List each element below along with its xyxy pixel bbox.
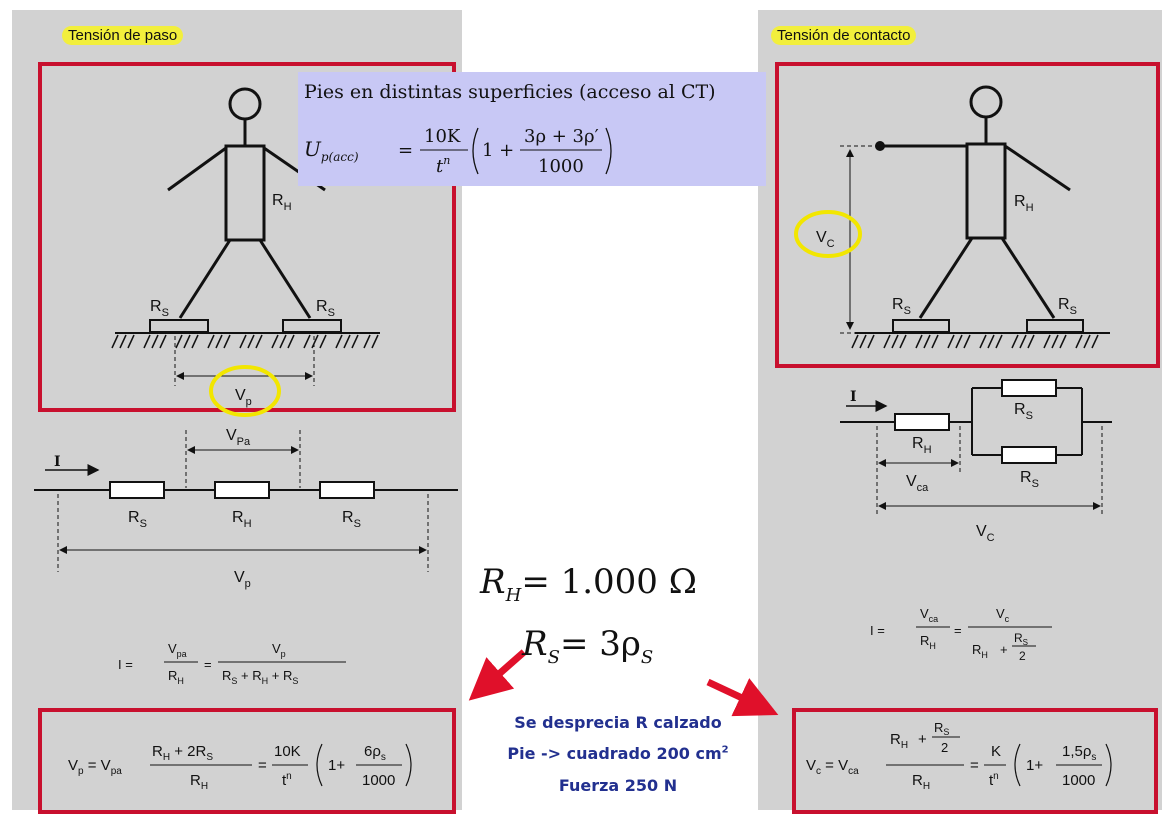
step-ground-hatch <box>111 334 379 349</box>
svg-text:1+: 1+ <box>1026 757 1043 774</box>
touch-current-equation: I = Vca RH = Vc RH + RS 2 <box>870 606 1052 663</box>
svg-text:Up(acc): Up(acc) <box>304 137 359 164</box>
svg-text:RS: RS <box>1014 631 1028 647</box>
vpa-label: VPa <box>226 427 251 448</box>
access-formula-box: Pies en distintas superficies (acceso al… <box>298 72 766 186</box>
rs-value: RS= 3ρS <box>522 624 654 668</box>
touch-result-equation: Vc = Vca RH + RS 2 RH = K tn 1+ 1,5ρs 10… <box>806 720 1112 792</box>
step-result-equation: Vp = Vpa RH + 2RS RH = 10K tn 1+ 6ρs 100… <box>68 743 412 792</box>
svg-text:1000: 1000 <box>538 156 584 177</box>
access-formula: Pies en distintas superficies (acceso al… <box>304 81 716 177</box>
circuit-right-rs-1: RS <box>1014 401 1033 422</box>
touch-result-frame <box>792 708 1158 814</box>
note-force: Fuerza 250 N <box>558 776 678 795</box>
svg-text:Vca: Vca <box>920 606 938 624</box>
svg-text:Vc = Vca: Vc = Vca <box>806 757 859 777</box>
svg-text:RH: RH <box>920 633 936 651</box>
formula-caption: Pies en distintas superficies (acceso al… <box>304 81 716 103</box>
rh-label-left: RH <box>272 192 292 213</box>
vp-highlight-circle <box>209 365 281 417</box>
svg-text:2: 2 <box>1019 649 1026 663</box>
touch-voltage-title: Tensión de contacto <box>771 26 917 45</box>
svg-text:1000: 1000 <box>362 772 395 789</box>
svg-text:=: = <box>258 757 267 774</box>
circuit-right-rs-2: RS <box>1020 469 1039 490</box>
note-foot-area: Pie -> cuadrado 200 cm2 <box>507 744 729 763</box>
touch-stick-figure <box>855 85 1110 334</box>
svg-text:=: = <box>204 657 212 672</box>
red-arrow-left <box>468 649 527 701</box>
touch-figure-frame <box>775 62 1160 368</box>
step-circuit <box>34 481 458 499</box>
circuit-rs-1: RS <box>128 509 147 530</box>
circuit-rh: RH <box>232 509 252 530</box>
svg-text:3ρ + 3ρ′: 3ρ + 3ρ′ <box>524 126 599 147</box>
svg-text:Vp: Vp <box>272 641 286 659</box>
touch-voltage-panel <box>758 10 1162 810</box>
touch-circuit <box>840 379 1112 464</box>
circuit-vc: VC <box>976 523 995 544</box>
note-shoe-resistance: Se desprecia R calzado <box>514 713 722 732</box>
vc-highlight-circle <box>794 210 862 258</box>
current-arrow-label-right: I <box>850 389 857 405</box>
vp-label-figure: Vp <box>235 387 252 408</box>
svg-text:Vp = Vpa: Vp = Vpa <box>68 757 122 777</box>
current-arrow-label-left: I <box>54 454 61 470</box>
svg-text:K: K <box>991 743 1001 760</box>
svg-text:=: = <box>970 757 979 774</box>
svg-text:tn: tn <box>282 771 292 789</box>
step-figure-frame <box>38 62 456 412</box>
svg-text:1000: 1000 <box>1062 772 1095 789</box>
step-result-frame <box>38 708 456 814</box>
circuit-right-rh: RH <box>912 435 932 456</box>
svg-text:Vpa: Vpa <box>168 641 187 659</box>
svg-text:6ρs: 6ρs <box>364 743 386 763</box>
rh-value: RH= 1.000 Ω <box>480 562 697 606</box>
step-current-equation: I = Vpa RH = Vp RS + RH + RS <box>118 641 346 686</box>
svg-text:+: + <box>1000 642 1008 657</box>
svg-text:tn: tn <box>989 771 999 789</box>
svg-text:RH + 2RS: RH + 2RS <box>152 743 213 763</box>
svg-text:RH: RH <box>168 668 184 686</box>
svg-text:RS + RH + RS: RS + RH + RS <box>222 668 298 686</box>
rs-label-left-2: RS <box>316 298 335 319</box>
svg-text:1+: 1+ <box>328 757 345 774</box>
circuit-vca: Vca <box>906 473 929 494</box>
svg-text:I =: I = <box>118 657 133 672</box>
svg-text:RS: RS <box>934 720 949 737</box>
svg-text:10K: 10K <box>274 743 301 760</box>
rh-label-right: RH <box>1014 193 1034 214</box>
rs-label-right-2: RS <box>1058 296 1077 317</box>
step-stick-figure <box>115 87 380 334</box>
svg-text:=: = <box>398 140 413 161</box>
svg-text:1,5ρs: 1,5ρs <box>1062 743 1096 763</box>
rs-label-right-1: RS <box>892 296 911 317</box>
svg-text:RH: RH <box>972 642 988 660</box>
svg-text:10K: 10K <box>424 126 461 147</box>
svg-text:RH: RH <box>190 772 208 792</box>
svg-text:RH: RH <box>912 772 930 792</box>
svg-text:=: = <box>954 623 962 638</box>
circuit-vp: Vp <box>234 569 251 590</box>
svg-text:1 +: 1 + <box>482 140 514 161</box>
step-voltage-title: Tensión de paso <box>62 26 184 45</box>
svg-text:Vc: Vc <box>996 606 1010 624</box>
svg-text:2: 2 <box>941 740 948 755</box>
circuit-rs-2: RS <box>342 509 361 530</box>
rs-label-left-1: RS <box>150 298 169 319</box>
svg-text:RH: RH <box>890 731 908 751</box>
svg-text:I =: I = <box>870 623 885 638</box>
svg-text:+: + <box>918 731 927 748</box>
red-arrow-right <box>706 678 779 717</box>
vc-label-figure: VC <box>816 229 835 250</box>
svg-text:tn: tn <box>436 154 450 177</box>
